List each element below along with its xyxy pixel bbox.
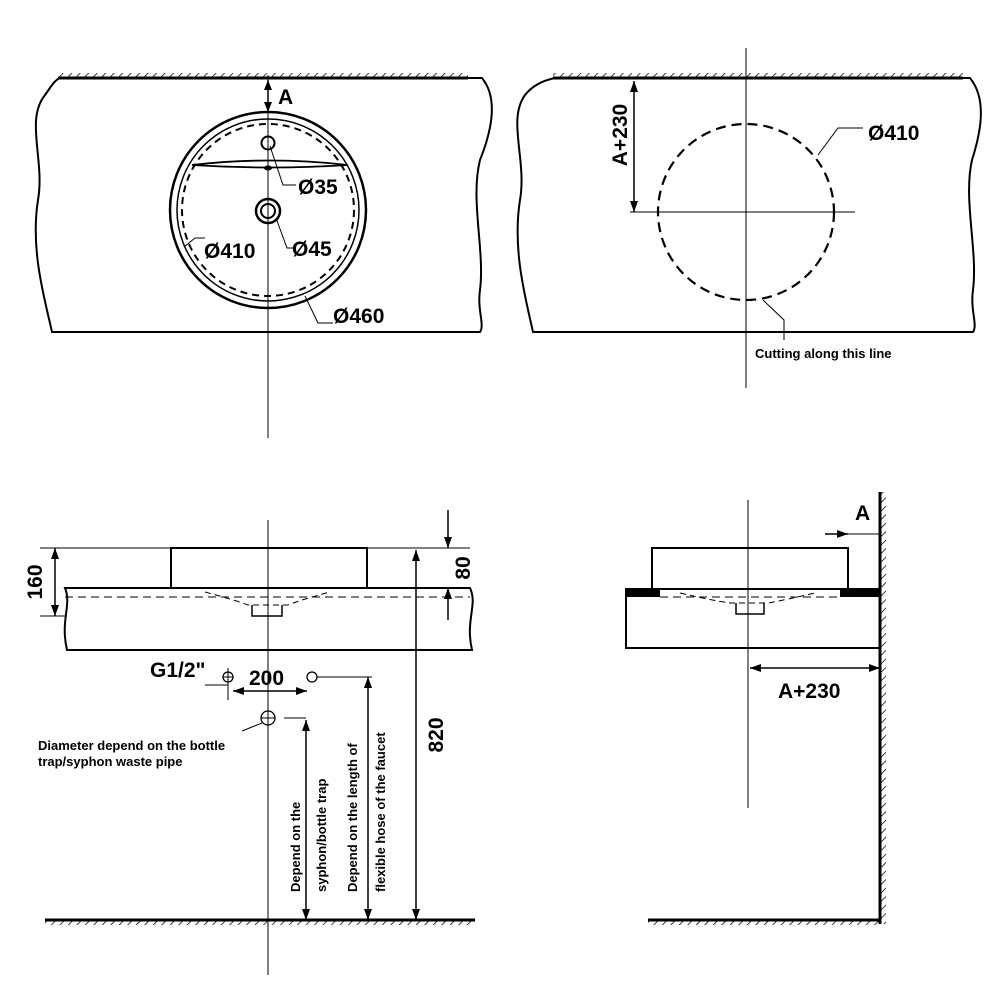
d410-label: Ø410 [204,240,255,263]
tap-hole [260,135,276,151]
d45-label: Ø45 [292,238,332,261]
drain-outer [254,197,282,225]
overflow-ridge [191,159,349,169]
basin-inner-rim [176,118,360,302]
h80-label: 80 [452,556,475,579]
wall-hatch [880,492,886,924]
plan-view-basin: A Ø35 Ø45 Ø410 Ø460 [34,73,493,438]
basin-side [170,547,368,589]
waste-note-1: Diameter depend on the bottle [38,738,225,753]
hose-note-2: flexible hose of the faucet [373,732,388,892]
side-elevation: A A+230 [625,492,886,925]
dim-a-label: A [278,86,293,109]
hose-note-1: Depend on the length of [345,743,360,892]
wall-hatch [58,73,468,78]
d410-label: Ø410 [868,122,919,145]
h160-label: 160 [24,564,47,599]
cutout-template-view: A+230 Ø410 Cutting along this line [516,48,982,388]
front-elevation: 160 80 820 G1/2" 200 Diameter depend on … [24,510,475,975]
countertop-outline [34,77,493,333]
d460-label: Ø460 [333,305,384,328]
cut-circle [656,122,836,302]
a230-label: A+230 [609,104,632,166]
countertop-section [625,588,881,649]
basin-outer-rim [168,110,368,310]
syphon-note-2: syphon/bottle trap [314,779,329,892]
cut-note: Cutting along this line [755,346,892,361]
w200-label: 200 [249,667,284,690]
cutout-circle-410 [181,123,355,297]
g12-label: G1/2" [150,659,205,682]
water-inlet-right [306,671,318,683]
a230-label: A+230 [778,680,840,703]
d35-label: Ø35 [298,176,338,199]
basin-side [651,547,849,590]
drain-inner [260,203,276,219]
syphon-note-1: Depend on the [288,802,303,892]
dim-a-label: A [855,502,870,525]
overflow-hole [264,165,272,171]
h820-label: 820 [425,717,448,752]
waste-note-2: trap/syphon waste pipe [38,754,182,769]
countertop-section [63,587,474,651]
countertop-outline [516,77,982,333]
